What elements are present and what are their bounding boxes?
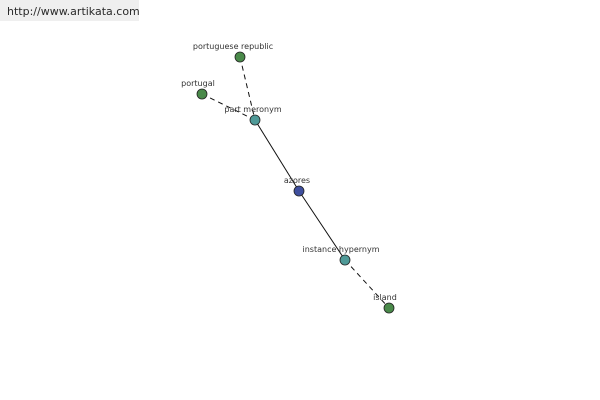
node-label-portugal: portugal <box>181 79 215 88</box>
node-island[interactable]: island <box>373 293 397 314</box>
node-label-instance-hypernym: instance hypernym <box>303 245 380 254</box>
edges-layer <box>201 56 390 309</box>
node-portugal[interactable]: portugal <box>181 79 215 100</box>
edge-part-meronym-to-azores <box>254 119 300 192</box>
node-part-meronym[interactable]: part meronym <box>224 105 282 126</box>
node-portuguese-republic[interactable]: portuguese republic <box>193 42 273 63</box>
node-azores[interactable]: azores <box>284 176 310 197</box>
edge-portuguese-republic-to-part-meronym <box>239 56 256 121</box>
node-circle-island[interactable] <box>383 302 395 314</box>
nodes-layer: portuguese republic portugal part meronym a… <box>181 42 397 314</box>
node-circle-instance-hypernym[interactable] <box>339 254 351 266</box>
node-circle-part-meronym[interactable] <box>249 114 261 126</box>
source-banner: http://www.artikata.com <box>0 0 140 21</box>
node-circle-azores[interactable] <box>293 185 305 197</box>
edge-azores-to-instance-hypernym <box>298 190 346 261</box>
node-circle-portuguese-republic[interactable] <box>234 51 246 63</box>
node-instance-hypernym[interactable]: instance hypernym <box>303 245 380 266</box>
edge-instance-hypernym-to-island <box>344 259 390 309</box>
node-label-part-meronym: part meronym <box>224 105 281 114</box>
node-label-portuguese-republic: portuguese republic <box>193 42 273 51</box>
node-label-island: island <box>373 293 397 302</box>
source-url[interactable]: http://www.artikata.com <box>7 5 140 18</box>
node-circle-portugal[interactable] <box>196 88 208 100</box>
node-label-azores: azores <box>284 176 310 185</box>
edge-portugal-to-part-meronym <box>201 93 256 121</box>
